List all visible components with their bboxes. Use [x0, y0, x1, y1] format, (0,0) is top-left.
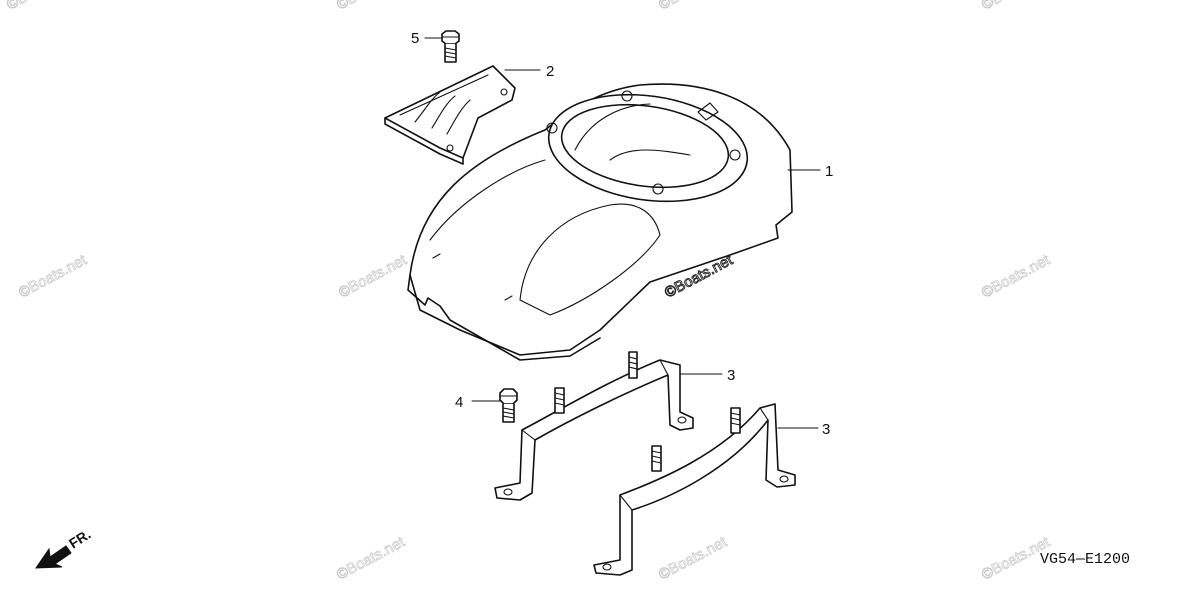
front-direction-indicator: FR.: [35, 526, 94, 569]
diagram-reference-code: VG54—E1200: [1040, 551, 1130, 568]
callout-5: 5: [411, 30, 419, 47]
watermark: ©Boats.net: [334, 533, 408, 583]
watermark: ©Boats.net: [656, 533, 730, 583]
callouts: 1 2 3 3 4 5: [411, 30, 833, 438]
part-2-plate: [384, 65, 516, 165]
part-1-shroud: [407, 83, 793, 361]
front-label: FR.: [66, 526, 94, 552]
callout-3-upper: 3: [727, 367, 735, 384]
leader-lines: [424, 37, 821, 429]
callout-4: 4: [455, 394, 463, 411]
part-5-bolt: [441, 30, 460, 63]
callout-1: 1: [825, 163, 833, 180]
part-3-stay-lower: [593, 403, 796, 576]
callout-2: 2: [546, 63, 554, 80]
watermark: ©Boats.net: [656, 0, 730, 14]
part-3-stay-upper: [494, 351, 694, 501]
part-4-bolt: [499, 388, 518, 423]
watermark: ©Boats.net: [16, 251, 90, 301]
watermark: ©Boats.net: [979, 251, 1053, 301]
watermark: ©Boats.net: [4, 0, 78, 14]
watermark: ©Boats.net: [979, 0, 1053, 14]
watermark: ©Boats.net: [334, 0, 408, 14]
arrow-icon: [35, 545, 72, 569]
callout-3-lower: 3: [822, 421, 830, 438]
watermark: ©Boats.net: [336, 251, 410, 301]
